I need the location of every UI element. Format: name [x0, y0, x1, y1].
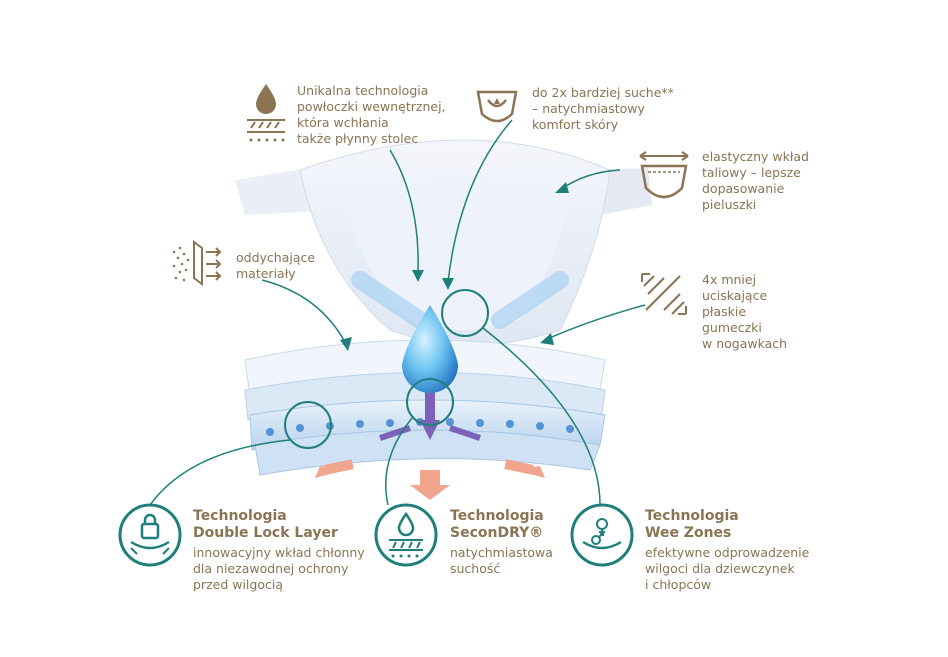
breathable-icon	[172, 240, 222, 286]
tech-wee-zones-title: Technologia Wee Zones	[645, 508, 739, 541]
connector-secondry	[385, 417, 413, 506]
arrow-breathable	[261, 279, 347, 345]
flow-arrow-right	[491, 271, 569, 329]
tech-double-lock-desc: innowacyjny wkład chłonny dla niezawodne…	[193, 545, 365, 592]
feature-leg-text: 4x mniej uciskające płaskie gumeczki w n…	[702, 272, 788, 351]
diaper-inner	[345, 180, 570, 330]
feature-breathable-text: oddychające materiały	[236, 250, 316, 281]
double-lock-badge-icon	[118, 503, 182, 567]
flow-arrow-left	[351, 271, 429, 329]
arrow-dry	[447, 119, 513, 283]
wee-zones-badge-icon	[570, 503, 634, 567]
water-drop	[402, 305, 458, 393]
waist-diaper-icon	[639, 151, 689, 199]
leg-elastic-icon	[641, 273, 687, 315]
magnifier-lock	[284, 401, 332, 449]
secondry-badge-icon	[374, 503, 438, 567]
connector-wee-zones	[482, 327, 601, 506]
tech-double-lock-title: Technologia Double Lock Layer	[193, 508, 338, 541]
feature-waist-text: elastyczny wkład taliowy – lepsze dopaso…	[702, 149, 809, 212]
dry-diaper-icon	[476, 90, 518, 123]
layer-bottom	[254, 429, 601, 476]
connector-double-lock	[149, 439, 291, 506]
orange-arrow-mid	[410, 470, 450, 500]
magnifier-layer	[406, 378, 454, 426]
arrow-coating	[389, 149, 419, 273]
drop-layers-icon	[247, 84, 285, 142]
tech-secondry-title: Technologia SeconDRY®	[450, 508, 544, 541]
magnifier-waist	[441, 289, 489, 337]
arrow-leg	[544, 304, 646, 341]
feature-coating-text: Unikalna technologia powłoczki wewnętrzn…	[297, 83, 446, 146]
tech-wee-zones-desc: efektywne odprowadzenie wilgoci dla dzie…	[645, 545, 810, 592]
feature-dry-text: do 2x bardziej suche** – natychmiastowy …	[532, 85, 674, 132]
tech-secondry-desc: natychmiastowa suchość	[450, 545, 553, 576]
